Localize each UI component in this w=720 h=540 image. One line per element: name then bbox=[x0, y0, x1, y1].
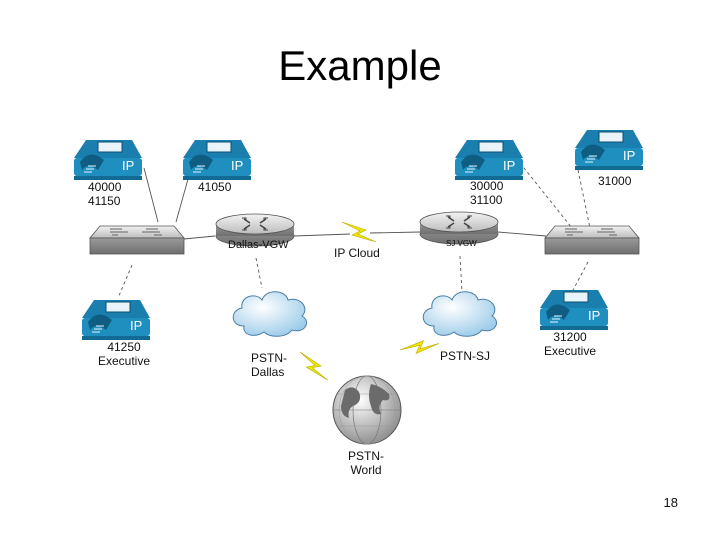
lightning-icon bbox=[341, 221, 377, 243]
lightning-icon bbox=[399, 327, 440, 366]
link-phone40000-switch bbox=[143, 167, 159, 223]
lightning-icon bbox=[294, 351, 334, 381]
link-dallasvgw-ipcloud bbox=[293, 233, 351, 237]
link-switch-phone41250 bbox=[117, 264, 133, 299]
page-number: 18 bbox=[663, 495, 678, 510]
switch-icon bbox=[89, 225, 185, 255]
link-phone31000-switch bbox=[577, 169, 591, 229]
globe-label: PSTN-World bbox=[348, 449, 384, 477]
ip-phone-icon: IP bbox=[73, 139, 143, 181]
link-dallasvgw-cloud bbox=[255, 257, 263, 289]
ip-phone-icon: IP bbox=[81, 299, 151, 341]
ip-phone-icon: IP bbox=[574, 129, 644, 171]
connection-lines bbox=[117, 162, 591, 299]
cloud-label-pstn-dallas: PSTN-Dallas bbox=[251, 351, 287, 379]
phone-badge: IP bbox=[503, 158, 515, 173]
link-switch-phone31200 bbox=[571, 261, 589, 293]
link-switch-dallas-vgw bbox=[183, 235, 216, 240]
router-label-sj: SJ VGW bbox=[446, 239, 477, 248]
phone-badge: IP bbox=[623, 148, 635, 163]
router-label-dallas: Dallas-VGW bbox=[228, 239, 289, 251]
link-sjvgw-switch bbox=[497, 231, 547, 237]
phone-number-label: 31000 bbox=[598, 174, 632, 188]
phone-badge: IP bbox=[122, 158, 134, 173]
link-ipcloud-sjvgw bbox=[369, 231, 421, 234]
ip-cloud-label: IP Cloud bbox=[334, 246, 380, 260]
cloud-icon bbox=[422, 291, 498, 337]
link-sjvgw-cloud bbox=[459, 255, 463, 293]
link-phone30000-switch bbox=[519, 162, 573, 229]
ip-phone-icon: IP bbox=[182, 139, 252, 181]
cloud-label-pstn-sj: PSTN-SJ bbox=[440, 349, 491, 363]
phone-number-label: 41050 bbox=[198, 180, 232, 194]
phone-badge: IP bbox=[130, 318, 142, 333]
phone-badge: IP bbox=[231, 158, 243, 173]
ip-phone-icon: IP bbox=[454, 139, 524, 181]
page-title: Example bbox=[278, 42, 442, 89]
cloud-icon bbox=[232, 291, 308, 337]
link-phone41050-switch bbox=[175, 171, 191, 223]
phone-badge: IP bbox=[588, 308, 600, 323]
globe-icon bbox=[332, 375, 402, 445]
ip-phone-icon: IP bbox=[539, 289, 609, 331]
switch-icon bbox=[544, 225, 640, 255]
